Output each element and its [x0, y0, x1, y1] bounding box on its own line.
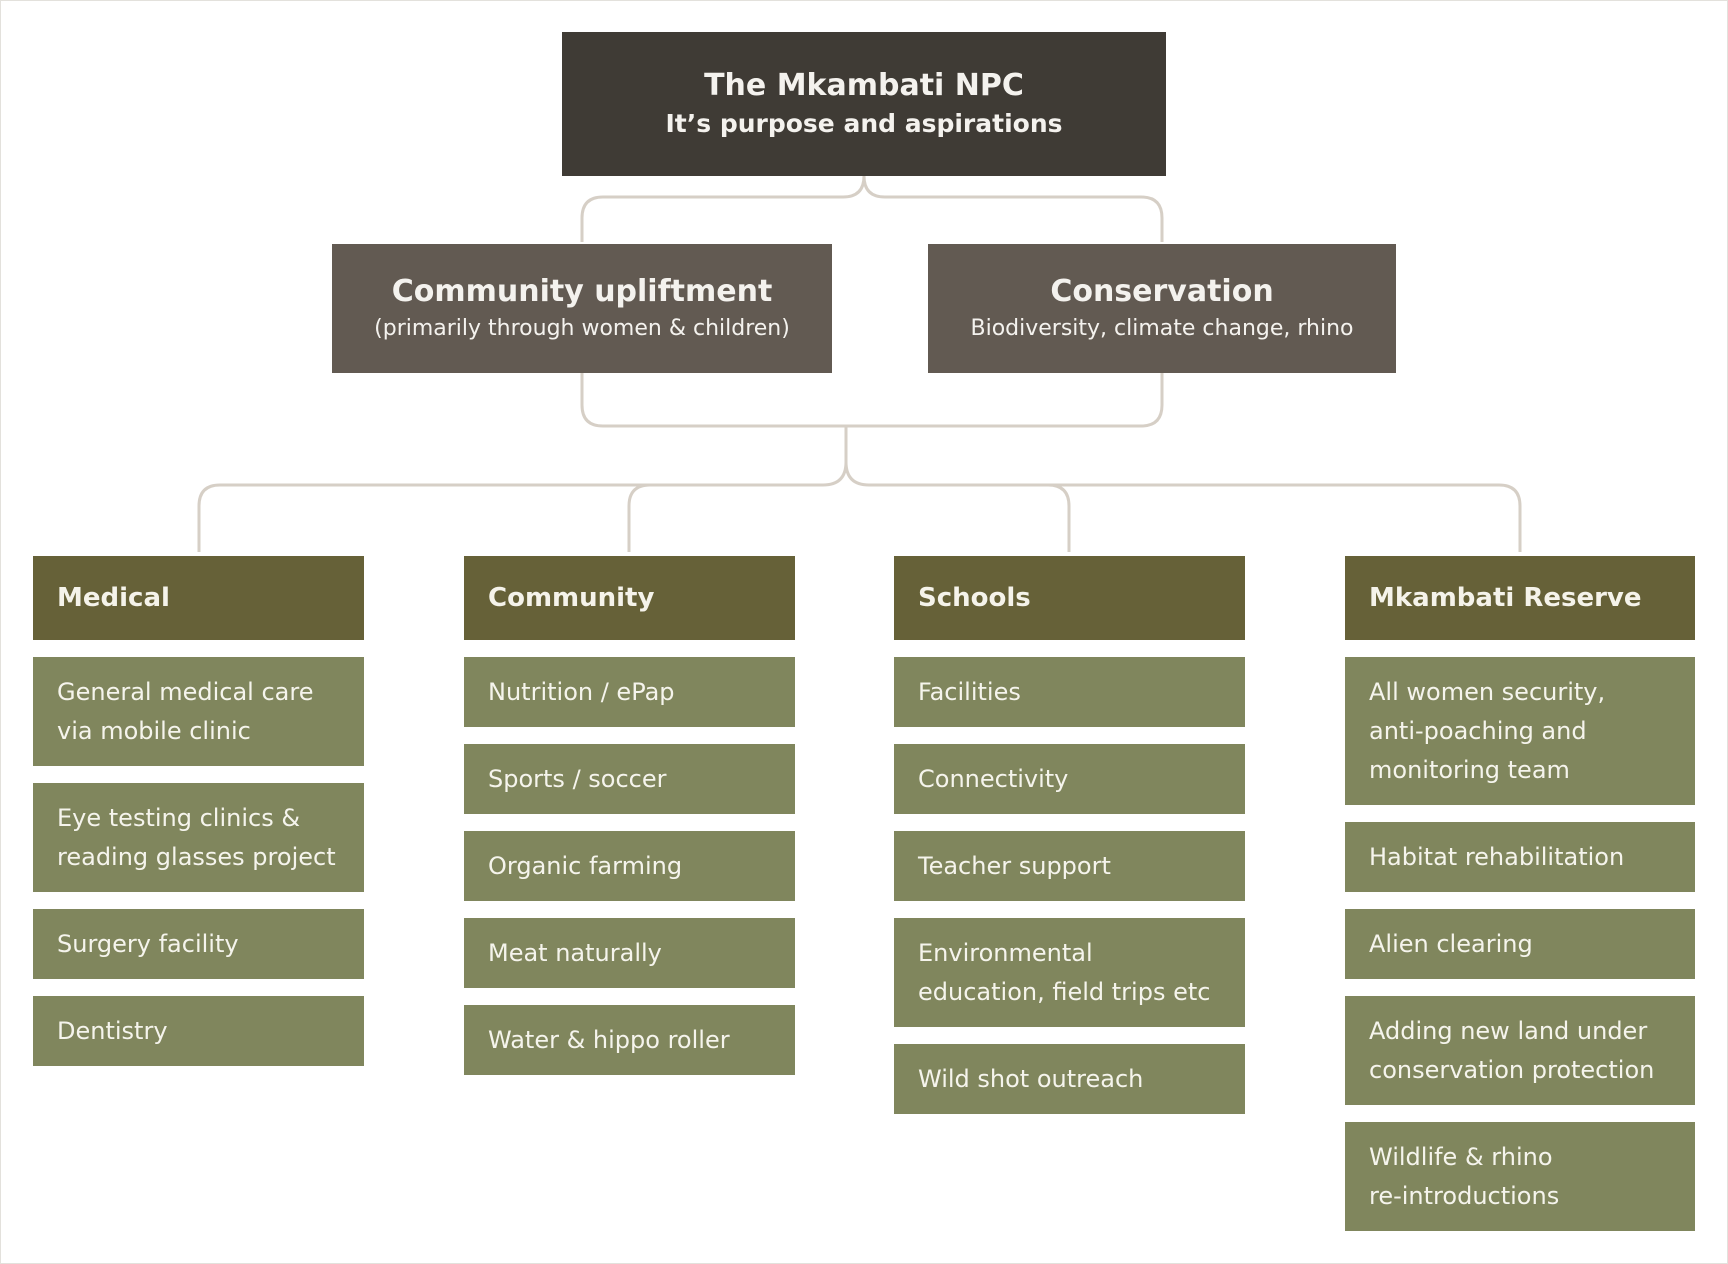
column-item-text: Nutrition / ePap — [488, 677, 675, 706]
column-item: Teacher support — [894, 831, 1245, 901]
column-heading-schools: Schools — [894, 556, 1245, 640]
column-item-text: Organic farming — [488, 851, 683, 880]
column-item-text: via mobile clinic — [57, 716, 251, 745]
column-item-text: Habitat rehabilitation — [1369, 842, 1625, 871]
column-item-text: Meat naturally — [488, 938, 662, 967]
column-item-text: Water & hippo roller — [488, 1025, 730, 1054]
column-item-text: anti-poaching and — [1369, 716, 1587, 745]
column-item: Wildlife & rhino re-introductions — [1345, 1122, 1695, 1231]
column-item-text: Wildlife & rhino — [1369, 1142, 1553, 1171]
column-item: Facilities — [894, 657, 1245, 727]
pillar-title: Community upliftment — [391, 273, 773, 309]
column-item-text: Sports / soccer — [488, 764, 667, 793]
column-heading-community: Community — [464, 556, 795, 640]
connector-to-medical — [197, 461, 848, 552]
column-item: All women security, anti-poaching and moni… — [1345, 657, 1695, 805]
column-item-text: Surgery facility — [57, 929, 239, 958]
column-item-text: Connectivity — [918, 764, 1069, 793]
column-item: Water & hippo roller — [464, 1005, 795, 1075]
column-item: Nutrition / ePap — [464, 657, 795, 727]
column-item: Dentistry — [33, 996, 364, 1066]
column-item: Environmental education, field trips etc — [894, 918, 1245, 1027]
column-item-text: education, field trips etc — [918, 977, 1211, 1006]
pillar-subtitle: (primarily through women & children) — [374, 315, 790, 341]
column-item-text: monitoring team — [1369, 755, 1570, 784]
column-item: Eye testing clinics & reading glasses pro… — [33, 783, 364, 892]
root-subtitle: It’s purpose and aspirations — [665, 109, 1063, 138]
column-item: General medical care via mobile clinic — [33, 657, 364, 766]
column-item-text: Adding new land under — [1369, 1016, 1648, 1045]
connector-to-schools — [844, 461, 1071, 552]
connector-pillars-to-trunk — [580, 373, 1164, 428]
pillar-subtitle: Biodiversity, climate change, rhino — [970, 315, 1354, 341]
pillar-conservation: Conservation Biodiversity, climate chang… — [928, 244, 1396, 373]
column-item-text: General medical care — [57, 677, 314, 706]
column-item: Alien clearing — [1345, 909, 1695, 979]
column-item: Habitat rehabilitation — [1345, 822, 1695, 892]
column-item-text: Environmental — [918, 938, 1093, 967]
column-item-text: Wild shot outreach — [918, 1064, 1144, 1093]
column-item: Organic farming — [464, 831, 795, 901]
column-item-text: Alien clearing — [1369, 929, 1533, 958]
column-item: Meat naturally — [464, 918, 795, 988]
column-item-text: All women security, — [1369, 677, 1606, 706]
column-item: Sports / soccer — [464, 744, 795, 814]
column-item: Wild shot outreach — [894, 1044, 1245, 1114]
connector-root-to-pillars — [862, 175, 1164, 242]
root-node: The Mkambati NPC It’s purpose and aspira… — [562, 32, 1166, 176]
connector-root-to-pillars — [580, 175, 866, 242]
column-item-text: Eye testing clinics & — [57, 803, 301, 832]
column-item-text: Dentistry — [57, 1016, 168, 1045]
pillar-community-upliftment: Community upliftment (primarily through … — [332, 244, 832, 373]
column-item: Surgery facility — [33, 909, 364, 979]
column-item-text: reading glasses project — [57, 842, 336, 871]
connector-to-community — [627, 483, 651, 552]
column-item-text: Facilities — [918, 677, 1021, 706]
pillar-title: Conservation — [1050, 273, 1274, 309]
column-item: Connectivity — [894, 744, 1245, 814]
column-item-text: conservation protection — [1369, 1055, 1655, 1084]
column-item-text: re-introductions — [1369, 1181, 1560, 1210]
column-heading-mkambati-reserve: Mkambati Reserve — [1345, 556, 1695, 640]
column-item: Adding new land under conservation protec… — [1345, 996, 1695, 1105]
connector-to-reserve — [1048, 483, 1522, 552]
column-item-text: Teacher support — [918, 851, 1111, 880]
root-title: The Mkambati NPC — [704, 68, 1024, 103]
column-heading-medical: Medical — [33, 556, 364, 640]
